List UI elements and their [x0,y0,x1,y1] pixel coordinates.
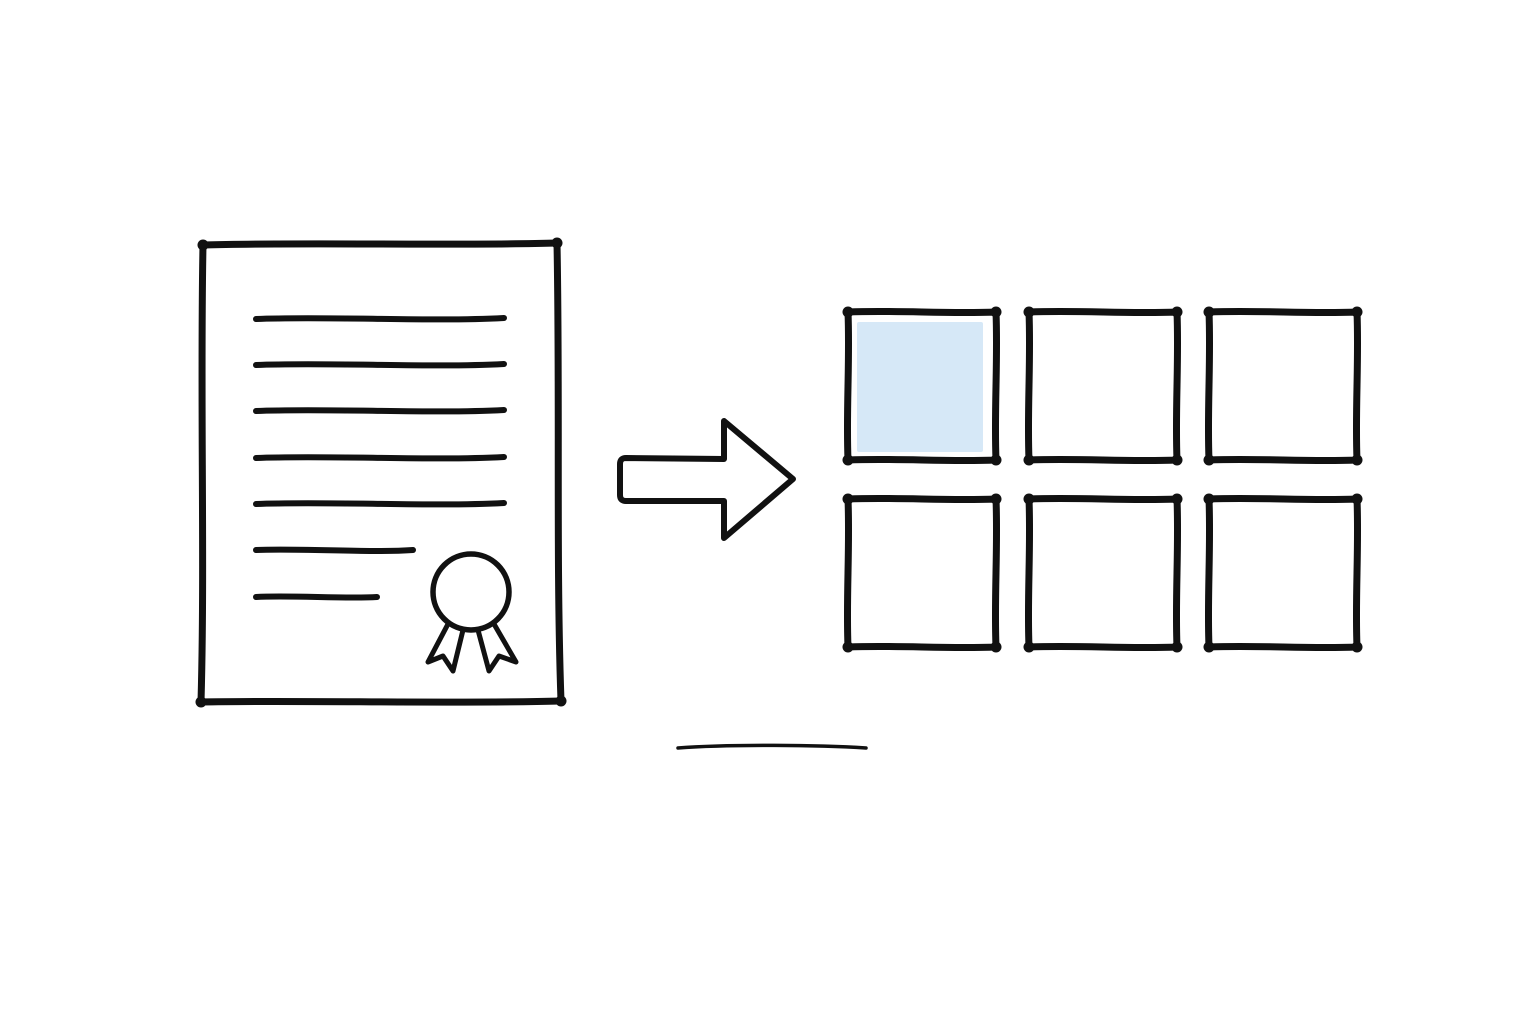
arrow-right-icon [617,418,796,541]
document-text-lines [253,315,507,601]
grid-cell-frame [843,307,1001,465]
grid-cells [842,306,1363,653]
grid-cell-corner-dot [1351,641,1363,653]
seal-ribbon-left [425,621,466,674]
grid-cell-corner-dot [1203,454,1215,466]
grid-cell-frame [1204,494,1362,652]
grid-cell-corner-dot [842,454,854,466]
grid-cell-corner-dot [1203,493,1215,505]
grid-cell [1023,306,1183,466]
text-line [253,407,507,415]
grid-cell-frame [1024,494,1182,652]
grid-cell-corner-dot [990,641,1002,653]
grid-cell-frame [843,494,1001,652]
grid-cell-corner-dot [1023,641,1035,653]
grid-cell-corner-dot [1351,306,1363,318]
grid-cell-corner-dot [1171,454,1183,466]
certificate-document-icon [195,237,567,708]
text-line [253,315,507,323]
seal-medallion [430,551,512,633]
grid-cell-highlight [857,322,983,452]
grid-cell [842,306,1002,466]
underline-mark [676,743,868,750]
grid-cell-corner-dot [1203,306,1215,318]
grid-cell-corner-dot [1203,641,1215,653]
grid-cell [1203,306,1363,466]
text-line [253,454,507,462]
grid-cell-corner-dot [1023,493,1035,505]
document-frame [197,239,565,706]
grid-cell-corner-dot [990,306,1002,318]
grid-cell-corner-dot [990,454,1002,466]
grid-cell-corner-dot [1023,454,1035,466]
grid-cell [842,493,1002,653]
text-line [253,500,507,508]
grid-cell-corner-dot [842,641,854,653]
grid-cell [1203,493,1363,653]
grid-cell-corner-dot [990,493,1002,505]
text-line [253,546,416,554]
grid-cell-corner-dot [1171,641,1183,653]
grid-cell [1023,493,1183,653]
output-grid [842,306,1363,653]
grid-cell-corner-dot [842,306,854,318]
document-corner-dots [195,237,567,708]
grid-cell-corner-dot [1351,454,1363,466]
grid-cell-corner-dot [842,493,854,505]
grid-cell-corner-dot [1351,493,1363,505]
grid-cell-frame [1204,307,1362,465]
text-line [253,593,380,601]
grid-cell-frame [1024,307,1182,465]
grid-cell-corner-dot [1171,493,1183,505]
grid-cell-corner-dot [1171,306,1183,318]
text-line [253,361,507,369]
seal-ribbon-right [475,621,519,674]
grid-cell-corner-dot [1023,306,1035,318]
award-seal-icon [425,551,519,674]
